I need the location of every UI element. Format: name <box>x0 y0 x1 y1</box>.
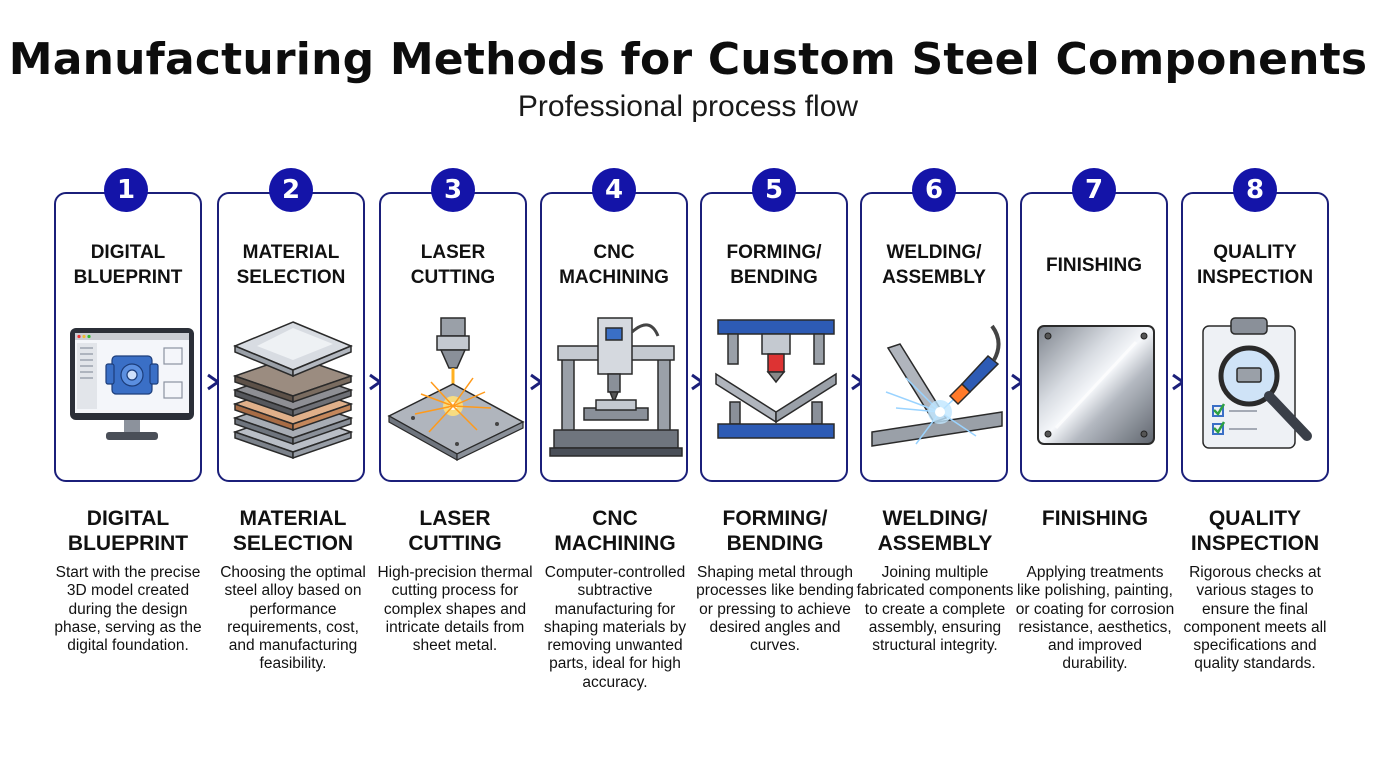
step-card-title: WELDING/ ASSEMBLY <box>882 242 986 288</box>
step-number-badge: 1 <box>104 168 148 212</box>
step-card-title: DIGITAL BLUEPRINT <box>73 242 183 288</box>
step-number-badge: 4 <box>592 168 636 212</box>
step-number-badge: 5 <box>752 168 796 212</box>
step-description: Applying treatments like polishing, pain… <box>1015 564 1175 673</box>
step-number-badge: 6 <box>912 168 956 212</box>
monitor-cad-icon <box>70 328 194 440</box>
step-description: Choosing the optimal steel alloy based o… <box>220 564 366 673</box>
step-number-badge: 2 <box>269 168 313 212</box>
step-card-title: MATERIAL SELECTION <box>236 242 346 288</box>
step-description: Start with the precise 3D model created … <box>54 564 202 655</box>
step-card-welding-assembly: WELDING/ ASSEMBLY <box>860 192 1008 482</box>
step-card-laser-cutting: LASER CUTTING <box>379 192 527 482</box>
step-title: WELDING/ ASSEMBLY <box>877 507 993 555</box>
step-title: DIGITAL BLUEPRINT <box>67 507 189 555</box>
step-title: FINISHING <box>1041 507 1149 530</box>
cnc-machine-icon <box>549 317 683 457</box>
step-card-forming-bending: FORMING/ BENDING <box>700 192 848 482</box>
step-description: High-precision thermal cutting process f… <box>377 564 533 655</box>
step-card-title: QUALITY INSPECTION <box>1196 242 1314 288</box>
step-title: LASER CUTTING <box>408 507 502 555</box>
step-card-finishing: FINISHING <box>1020 192 1168 482</box>
step-card-quality-inspection: QUALITY INSPECTION <box>1181 192 1329 482</box>
step-number-badge: 8 <box>1233 168 1277 212</box>
step-title: MATERIAL SELECTION <box>232 507 354 555</box>
step-number-badge: 3 <box>431 168 475 212</box>
step-card-material-selection: MATERIAL SELECTION <box>217 192 365 482</box>
step-title: QUALITY INSPECTION <box>1190 507 1320 555</box>
step-title: FORMING/ BENDING <box>722 507 828 555</box>
step-number-badge: 7 <box>1072 168 1116 212</box>
steel-plates-stack-icon <box>232 321 354 460</box>
press-brake-icon <box>715 319 837 439</box>
step-description: Computer-controlled subtractive manufact… <box>543 564 687 691</box>
page-subtitle: Professional process flow <box>517 90 859 123</box>
clipboard-magnifier-icon <box>1202 317 1312 449</box>
step-description: Rigorous checks at various stages to ens… <box>1183 564 1327 673</box>
step-card-digital-blueprint: DIGITAL BLUEPRINT <box>54 192 202 482</box>
step-card-title: FINISHING <box>1045 254 1143 276</box>
welding-torch-icon <box>871 324 1003 447</box>
step-description: Joining multiple fabricated components t… <box>856 564 1014 655</box>
step-title: CNC MACHINING <box>554 507 676 555</box>
step-card-title: FORMING/ BENDING <box>726 242 822 288</box>
page-title: Manufacturing Methods for Custom Steel C… <box>8 34 1368 85</box>
step-description: Shaping metal through processes like ben… <box>696 564 854 655</box>
laser-cutter-icon <box>387 317 525 462</box>
step-card-cnc-machining: CNC MACHINING <box>540 192 688 482</box>
step-card-title: CNC MACHINING <box>559 242 669 288</box>
step-card-title: LASER CUTTING <box>410 242 496 288</box>
polished-plate-icon <box>1037 325 1155 445</box>
